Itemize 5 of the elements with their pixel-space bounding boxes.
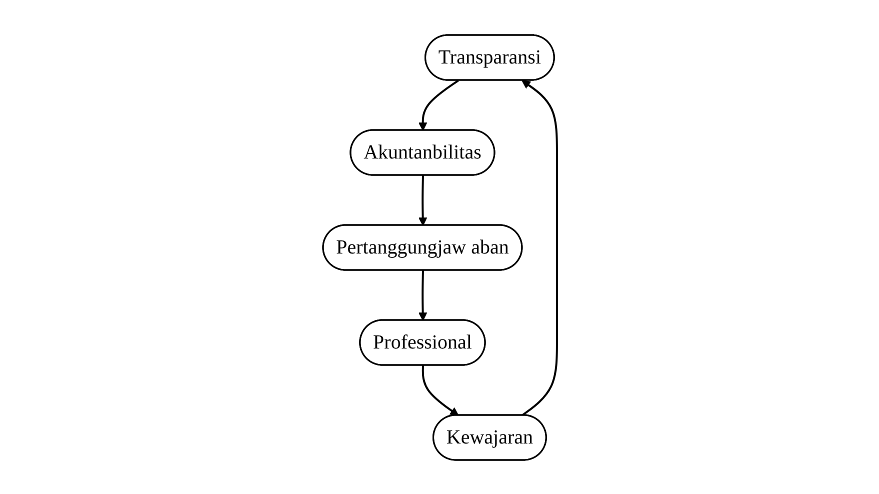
arrow [418,79,458,130]
arrow [418,270,427,320]
arrow [421,364,458,416]
arrow [418,174,427,226]
arrow [521,80,558,416]
